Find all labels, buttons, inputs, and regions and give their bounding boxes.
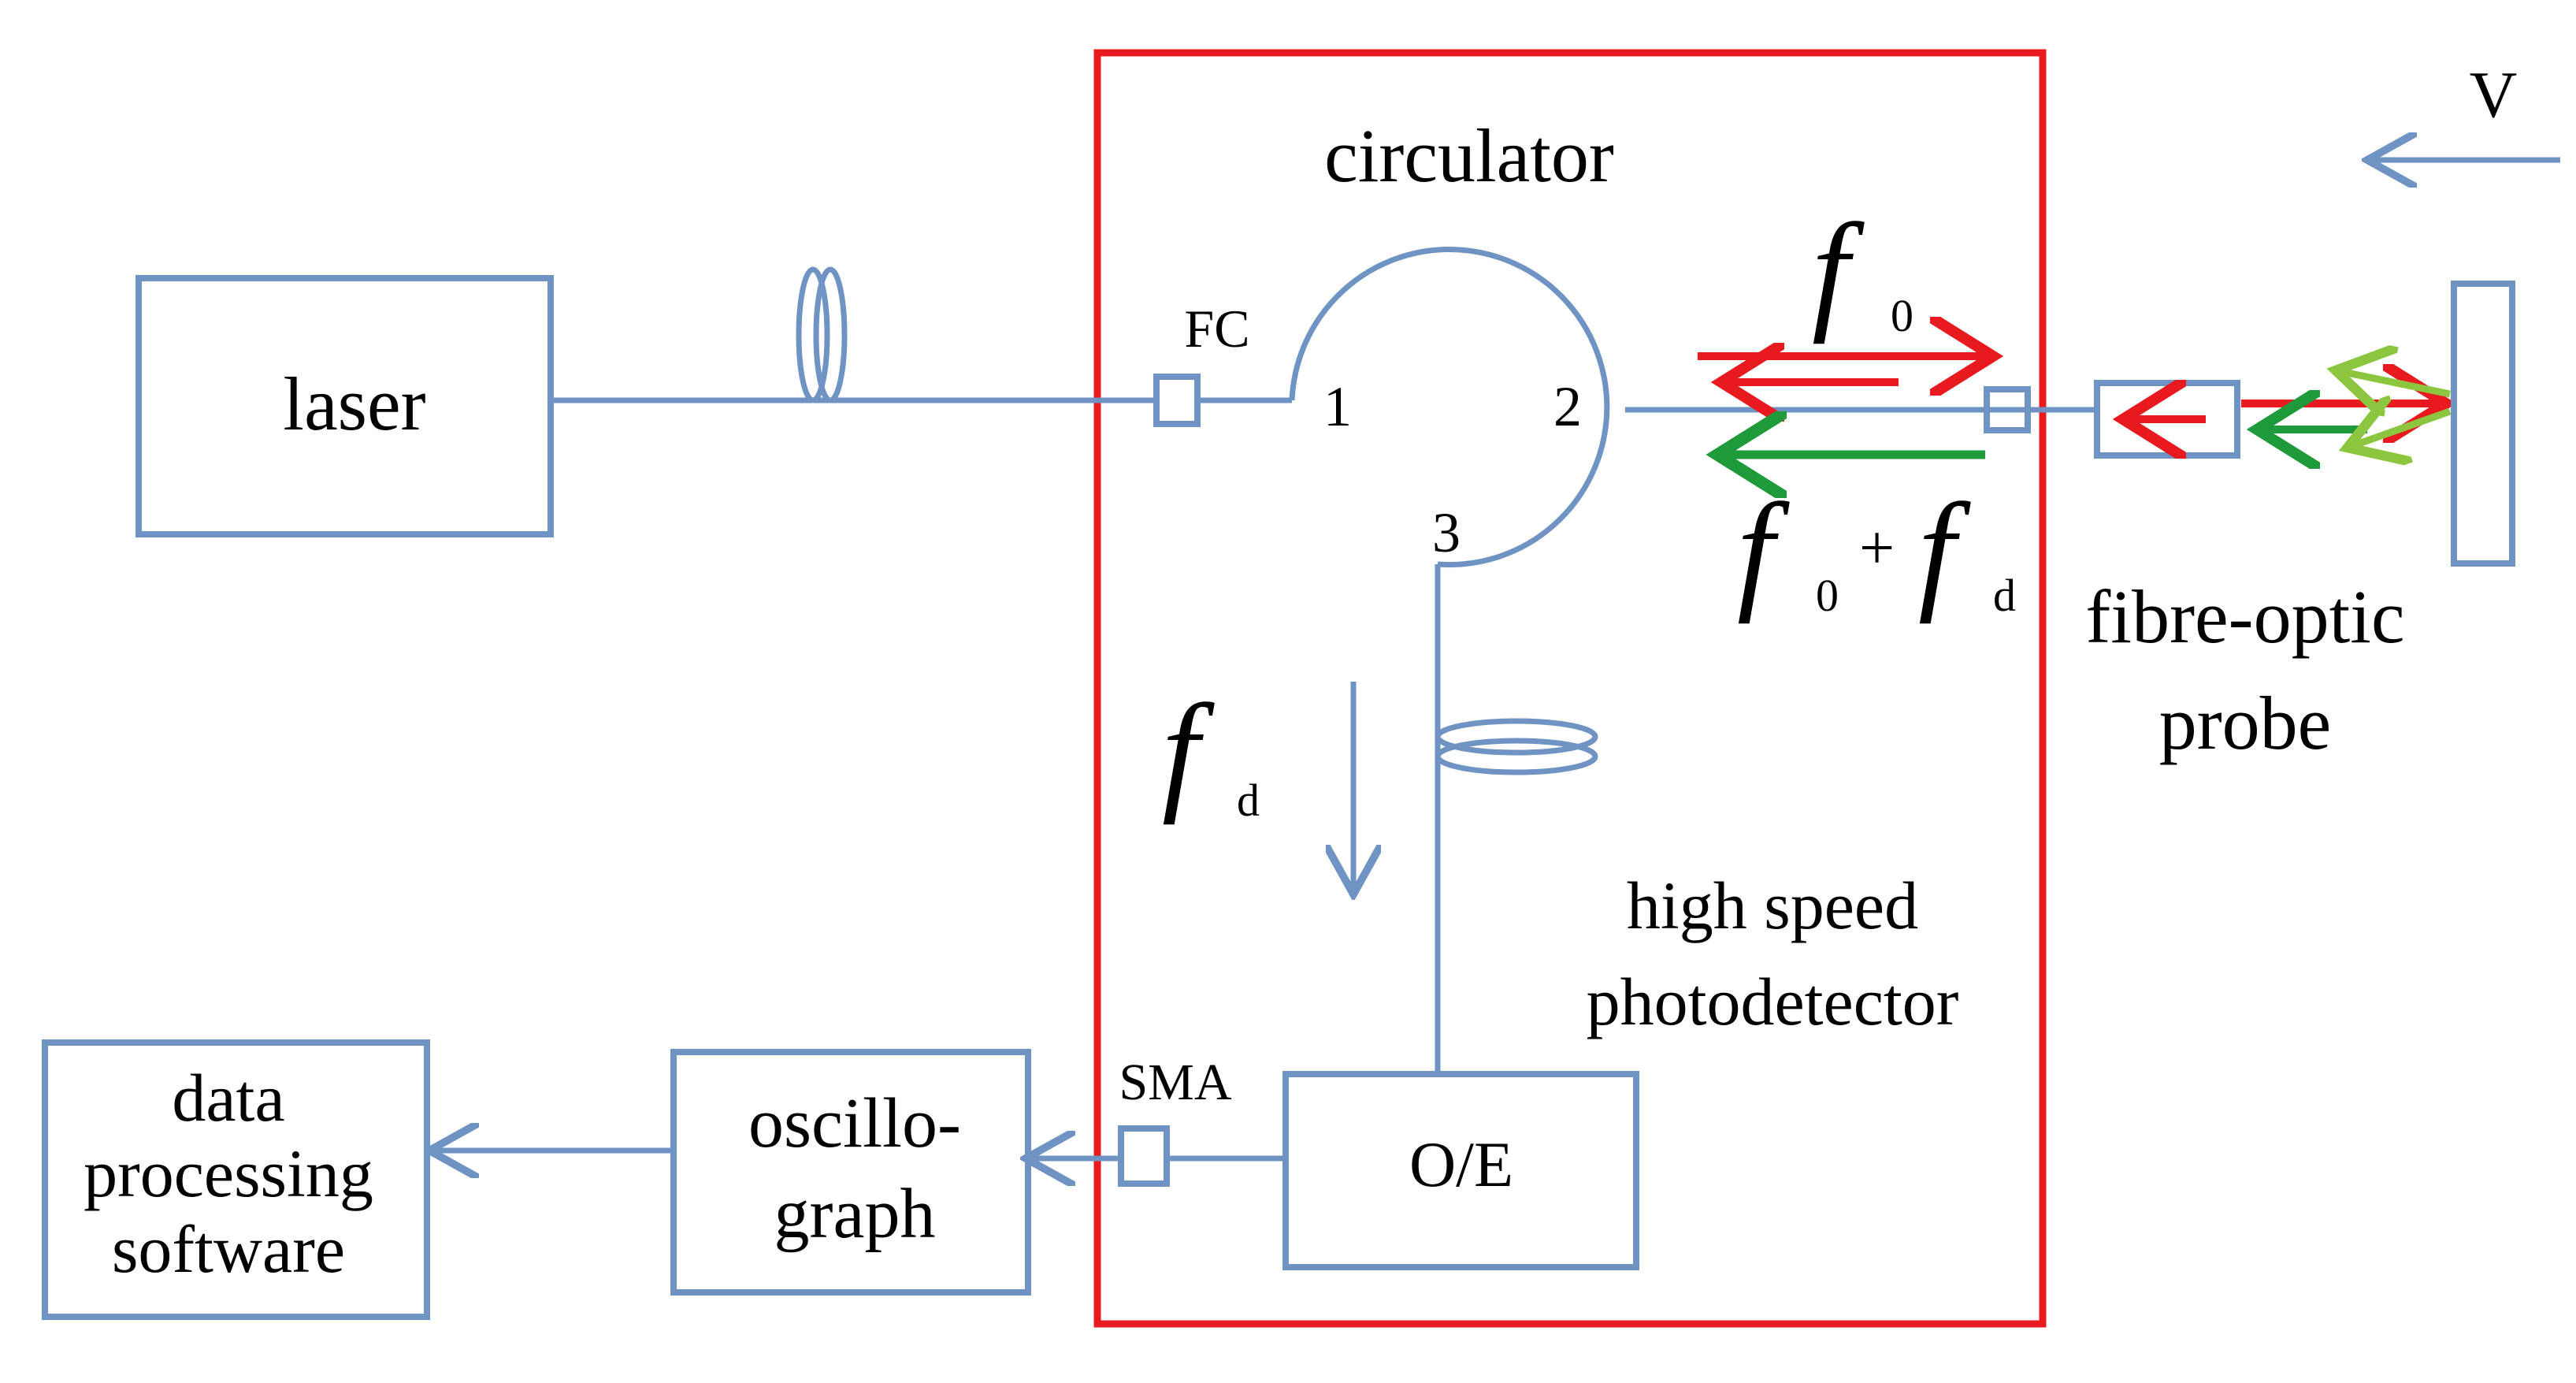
fiber-coil-detector	[1435, 718, 1598, 775]
port-1-label: 1	[1323, 375, 1352, 438]
svg-text:+: +	[1859, 514, 1895, 583]
svg-text:f: f	[1162, 677, 1215, 825]
moving-target	[2451, 281, 2515, 567]
port-3-label: 3	[1432, 501, 1461, 564]
photodetector-label-line2: photodetector	[1587, 964, 1959, 1039]
software-box	[42, 1039, 430, 1320]
probe-label-line2: probe	[2159, 681, 2332, 765]
oe-label: O/E	[1409, 1128, 1513, 1200]
software-label-line2: processing	[84, 1136, 373, 1211]
oscillograph-box	[670, 1049, 1031, 1296]
sma-connector	[1118, 1125, 1170, 1187]
laser-box	[135, 275, 554, 537]
oscillograph-label-line1: oscillo-	[748, 1084, 961, 1162]
laser-label: laser	[283, 362, 425, 446]
enclosure-frame	[1093, 49, 2047, 1328]
f0-plus-fd-label: f 0 + f d	[1737, 476, 2016, 624]
scattered-arrow-lower	[2348, 411, 2452, 448]
software-label-line1: data	[172, 1060, 284, 1136]
scattered-arrow-upper	[2336, 370, 2451, 394]
svg-text:f: f	[1812, 196, 1865, 344]
velocity-label: V	[2470, 58, 2518, 132]
svg-text:d: d	[1993, 570, 2016, 621]
svg-text:f: f	[1737, 476, 1790, 624]
probe-label-line1: fibre-optic	[2085, 574, 2404, 659]
svg-text:d: d	[1237, 775, 1260, 826]
fc-label: FC	[1184, 299, 1249, 359]
fd-label: f d	[1162, 677, 1260, 826]
port-2-label: 2	[1553, 375, 1582, 438]
svg-text:f: f	[1918, 476, 1971, 624]
sma-label: SMA	[1119, 1054, 1231, 1111]
circulator-body	[1289, 247, 1610, 568]
oscillograph-label-line2: graph	[774, 1175, 936, 1253]
fiber-coil-input	[796, 266, 848, 403]
circulator-label: circulator	[1324, 113, 1614, 198]
fc-connector	[1153, 374, 1201, 427]
f0-label: f 0	[1812, 196, 1913, 344]
svg-text:0: 0	[1816, 570, 1839, 621]
software-label-line3: software	[112, 1211, 345, 1287]
photodetector-label-line1: high speed	[1627, 868, 1918, 943]
svg-text:0: 0	[1891, 290, 1913, 341]
oe-converter-box	[1282, 1071, 1639, 1270]
output-connector	[1984, 386, 2031, 433]
